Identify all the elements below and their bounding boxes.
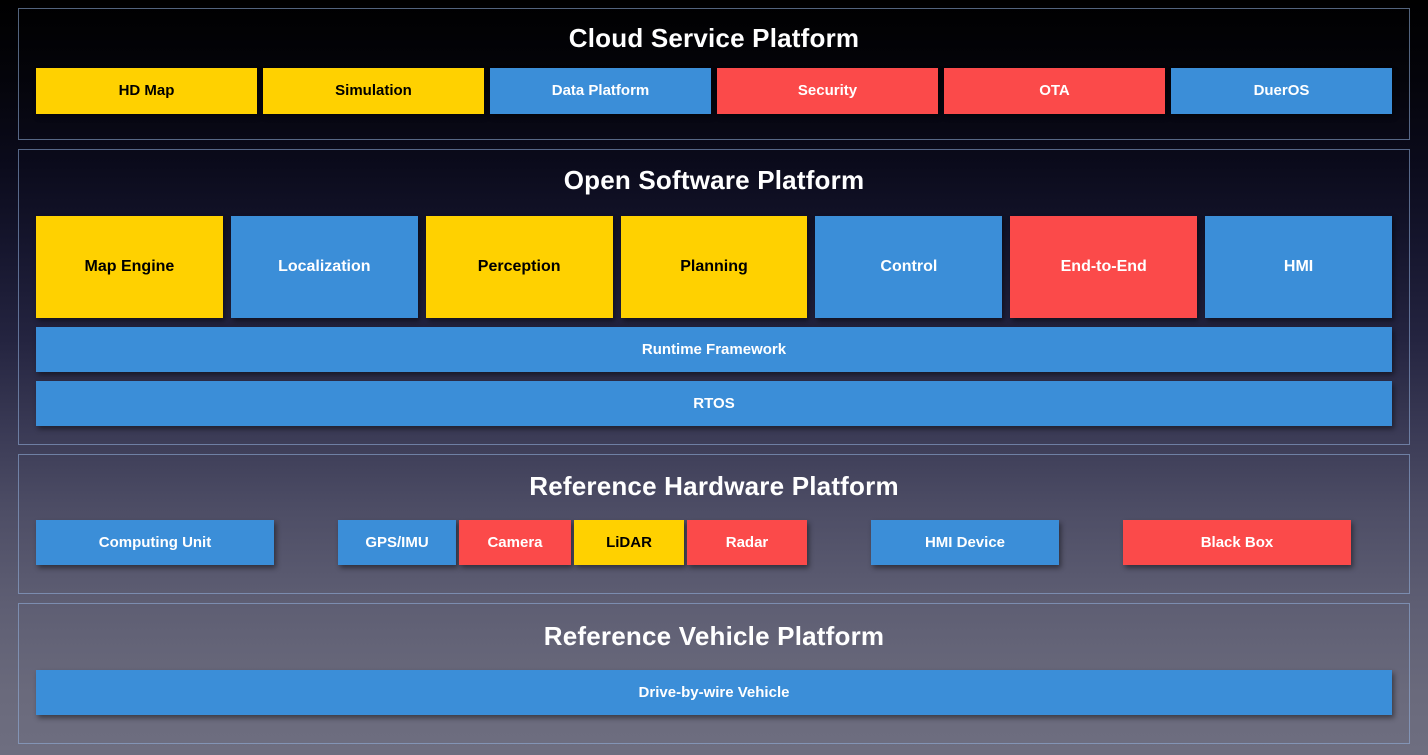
software-box-map-engine[interactable]: Map Engine (36, 216, 223, 318)
layer-title-cloud-service-platform: Cloud Service Platform (568, 23, 860, 53)
cloud-service-box-row: HD Map Simulation Data Platform Security… (19, 68, 1409, 114)
hardware-box-row: Computing Unit GPS/IMU Camera LiDAR Rada… (19, 520, 1409, 565)
cloud-box-hd-map[interactable]: HD Map (36, 68, 257, 114)
software-runtime-row: Runtime Framework (19, 327, 1409, 372)
software-box-runtime-framework[interactable]: Runtime Framework (36, 327, 1392, 372)
cloud-box-security[interactable]: Security (717, 68, 938, 114)
software-box-end-to-end[interactable]: End-to-End (1010, 216, 1198, 318)
hardware-box-lidar[interactable]: LiDAR (574, 520, 684, 565)
hardware-box-camera[interactable]: Camera (459, 520, 571, 565)
layer-cloud-service-platform: Cloud Service Platform HD Map Simulation… (18, 8, 1410, 140)
software-box-perception[interactable]: Perception (425, 216, 613, 318)
software-box-hmi[interactable]: HMI (1205, 216, 1393, 318)
software-module-row: Map Engine Localization Perception Plann… (19, 216, 1409, 318)
layer-reference-hardware-platform: Reference Hardware Platform Computing Un… (18, 454, 1410, 594)
hardware-box-black-box[interactable]: Black Box (1123, 520, 1351, 565)
software-rtos-row: RTOS (19, 381, 1409, 426)
hardware-box-hmi-device[interactable]: HMI Device (871, 520, 1059, 565)
vehicle-box-row: Drive-by-wire Vehicle (19, 670, 1409, 715)
cloud-box-ota[interactable]: OTA (944, 68, 1165, 114)
layer-title-open-software-platform: Open Software Platform (563, 165, 865, 195)
cloud-box-dueros[interactable]: DuerOS (1171, 68, 1392, 114)
hardware-box-computing-unit[interactable]: Computing Unit (36, 520, 274, 565)
hardware-box-gps-imu[interactable]: GPS/IMU (338, 520, 456, 565)
software-box-control[interactable]: Control (815, 216, 1003, 318)
layer-open-software-platform: Open Software Platform Map Engine Locali… (18, 149, 1410, 445)
software-box-localization[interactable]: Localization (230, 216, 418, 318)
software-box-planning[interactable]: Planning (620, 216, 808, 318)
layer-title-reference-vehicle-platform: Reference Vehicle Platform (543, 621, 885, 651)
cloud-box-data-platform[interactable]: Data Platform (490, 68, 711, 114)
cloud-box-simulation[interactable]: Simulation (263, 68, 484, 114)
software-box-rtos[interactable]: RTOS (36, 381, 1392, 426)
layer-title-reference-hardware-platform: Reference Hardware Platform (529, 471, 899, 501)
hardware-box-radar[interactable]: Radar (687, 520, 807, 565)
vehicle-box-drive-by-wire-vehicle[interactable]: Drive-by-wire Vehicle (36, 670, 1392, 715)
layer-reference-vehicle-platform: Reference Vehicle Platform Drive-by-wire… (18, 603, 1410, 744)
hardware-sensor-group: GPS/IMU Camera LiDAR Radar (338, 520, 807, 565)
